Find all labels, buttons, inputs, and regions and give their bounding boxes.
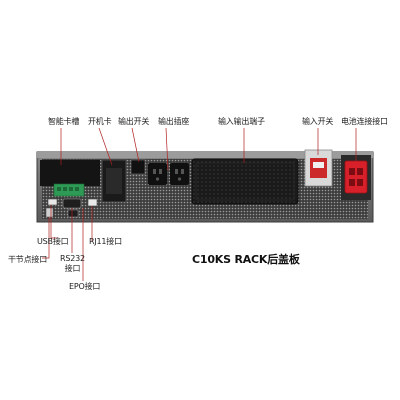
socket-ground bbox=[177, 177, 182, 181]
battery-pin bbox=[357, 168, 363, 175]
chassis-top-lip bbox=[37, 152, 373, 158]
epo-port bbox=[67, 209, 79, 218]
terminal-screw bbox=[69, 187, 73, 191]
label-input-switch: 输入开关 bbox=[302, 117, 334, 126]
rj11-port bbox=[87, 198, 98, 207]
label-battery-terminal: 电池连接接口 bbox=[341, 117, 388, 126]
terminal-screw bbox=[63, 187, 67, 191]
rs232-port bbox=[62, 198, 82, 209]
io-terminal-cover bbox=[191, 158, 299, 205]
usb-port bbox=[47, 198, 58, 206]
output-switch bbox=[130, 159, 146, 175]
label-rs232-line2: 接口 bbox=[64, 264, 81, 273]
boot-card-face bbox=[106, 168, 122, 194]
terminal-screw bbox=[57, 187, 61, 191]
battery-pin bbox=[349, 179, 355, 186]
socket-ground bbox=[155, 177, 160, 181]
label-smart-card-slot: 智能卡槽 bbox=[48, 117, 80, 126]
label-output-socket: 输出插座 bbox=[158, 117, 190, 126]
socket-pin bbox=[153, 169, 156, 174]
leader-lines bbox=[42, 127, 357, 281]
label-io-terminal: 输入输出端子 bbox=[218, 117, 265, 126]
switch-label bbox=[313, 162, 324, 168]
socket-pin bbox=[175, 169, 178, 174]
label-dry-contact-port: 干节点接口 bbox=[8, 255, 47, 264]
label-output-switch: 输出开关 bbox=[118, 117, 150, 126]
label-rs232-line1: RS232 bbox=[60, 254, 85, 263]
output-socket-2 bbox=[170, 163, 189, 185]
diagram-caption: C10KS RACK后盖板 bbox=[192, 253, 300, 266]
battery-connector bbox=[344, 160, 368, 194]
output-socket-1 bbox=[148, 163, 167, 185]
label-usb-port: USB接口 bbox=[37, 237, 69, 246]
label-rj11-port: RJ11接口 bbox=[89, 237, 122, 246]
io-cover-inner bbox=[195, 162, 295, 201]
label-rs232-port: RS232 接口 bbox=[60, 254, 85, 274]
dry-contact-port bbox=[45, 207, 54, 218]
smart-card-slot bbox=[40, 160, 100, 186]
label-boot-card: 开机卡 bbox=[88, 117, 112, 126]
label-epo-port: EPO接口 bbox=[69, 282, 101, 291]
battery-pin bbox=[357, 179, 363, 186]
battery-pin bbox=[349, 168, 355, 175]
terminal-screw bbox=[75, 187, 79, 191]
socket-pin bbox=[181, 169, 184, 174]
socket-pin bbox=[159, 169, 162, 174]
